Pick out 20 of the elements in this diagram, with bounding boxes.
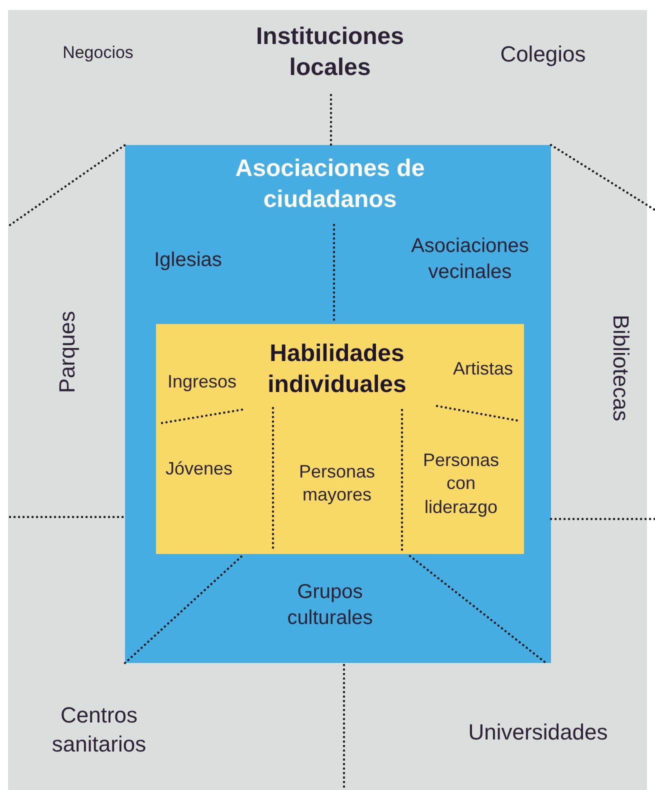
band-heading: Asociaciones de ciudadanos (234, 154, 426, 215)
category-label: Iglesias (153, 248, 223, 273)
band-heading: Habilidades individuales (266, 338, 408, 400)
category-label: Centros sanitarios (50, 701, 148, 758)
category-label: Jóvenes (164, 457, 234, 480)
category-label: Personas mayores (298, 460, 376, 507)
band-heading: Instituciones locales (254, 22, 406, 83)
category-label: Grupos culturales (286, 580, 374, 631)
category-label: Personas con liderazgo (422, 448, 500, 519)
category-label: Negocios (62, 42, 134, 64)
outer-band (8, 10, 647, 790)
category-label: Universidades (467, 718, 609, 747)
category-label: Colegios (499, 40, 587, 69)
category-label: Parques (54, 310, 81, 395)
category-label: Artistas (452, 357, 514, 380)
category-label: Ingresos (166, 370, 238, 394)
category-label: Asociaciones vecinales (410, 234, 530, 285)
category-label: Bibliotecas (607, 314, 634, 424)
inner-box (156, 324, 524, 554)
middle-band (125, 145, 551, 663)
